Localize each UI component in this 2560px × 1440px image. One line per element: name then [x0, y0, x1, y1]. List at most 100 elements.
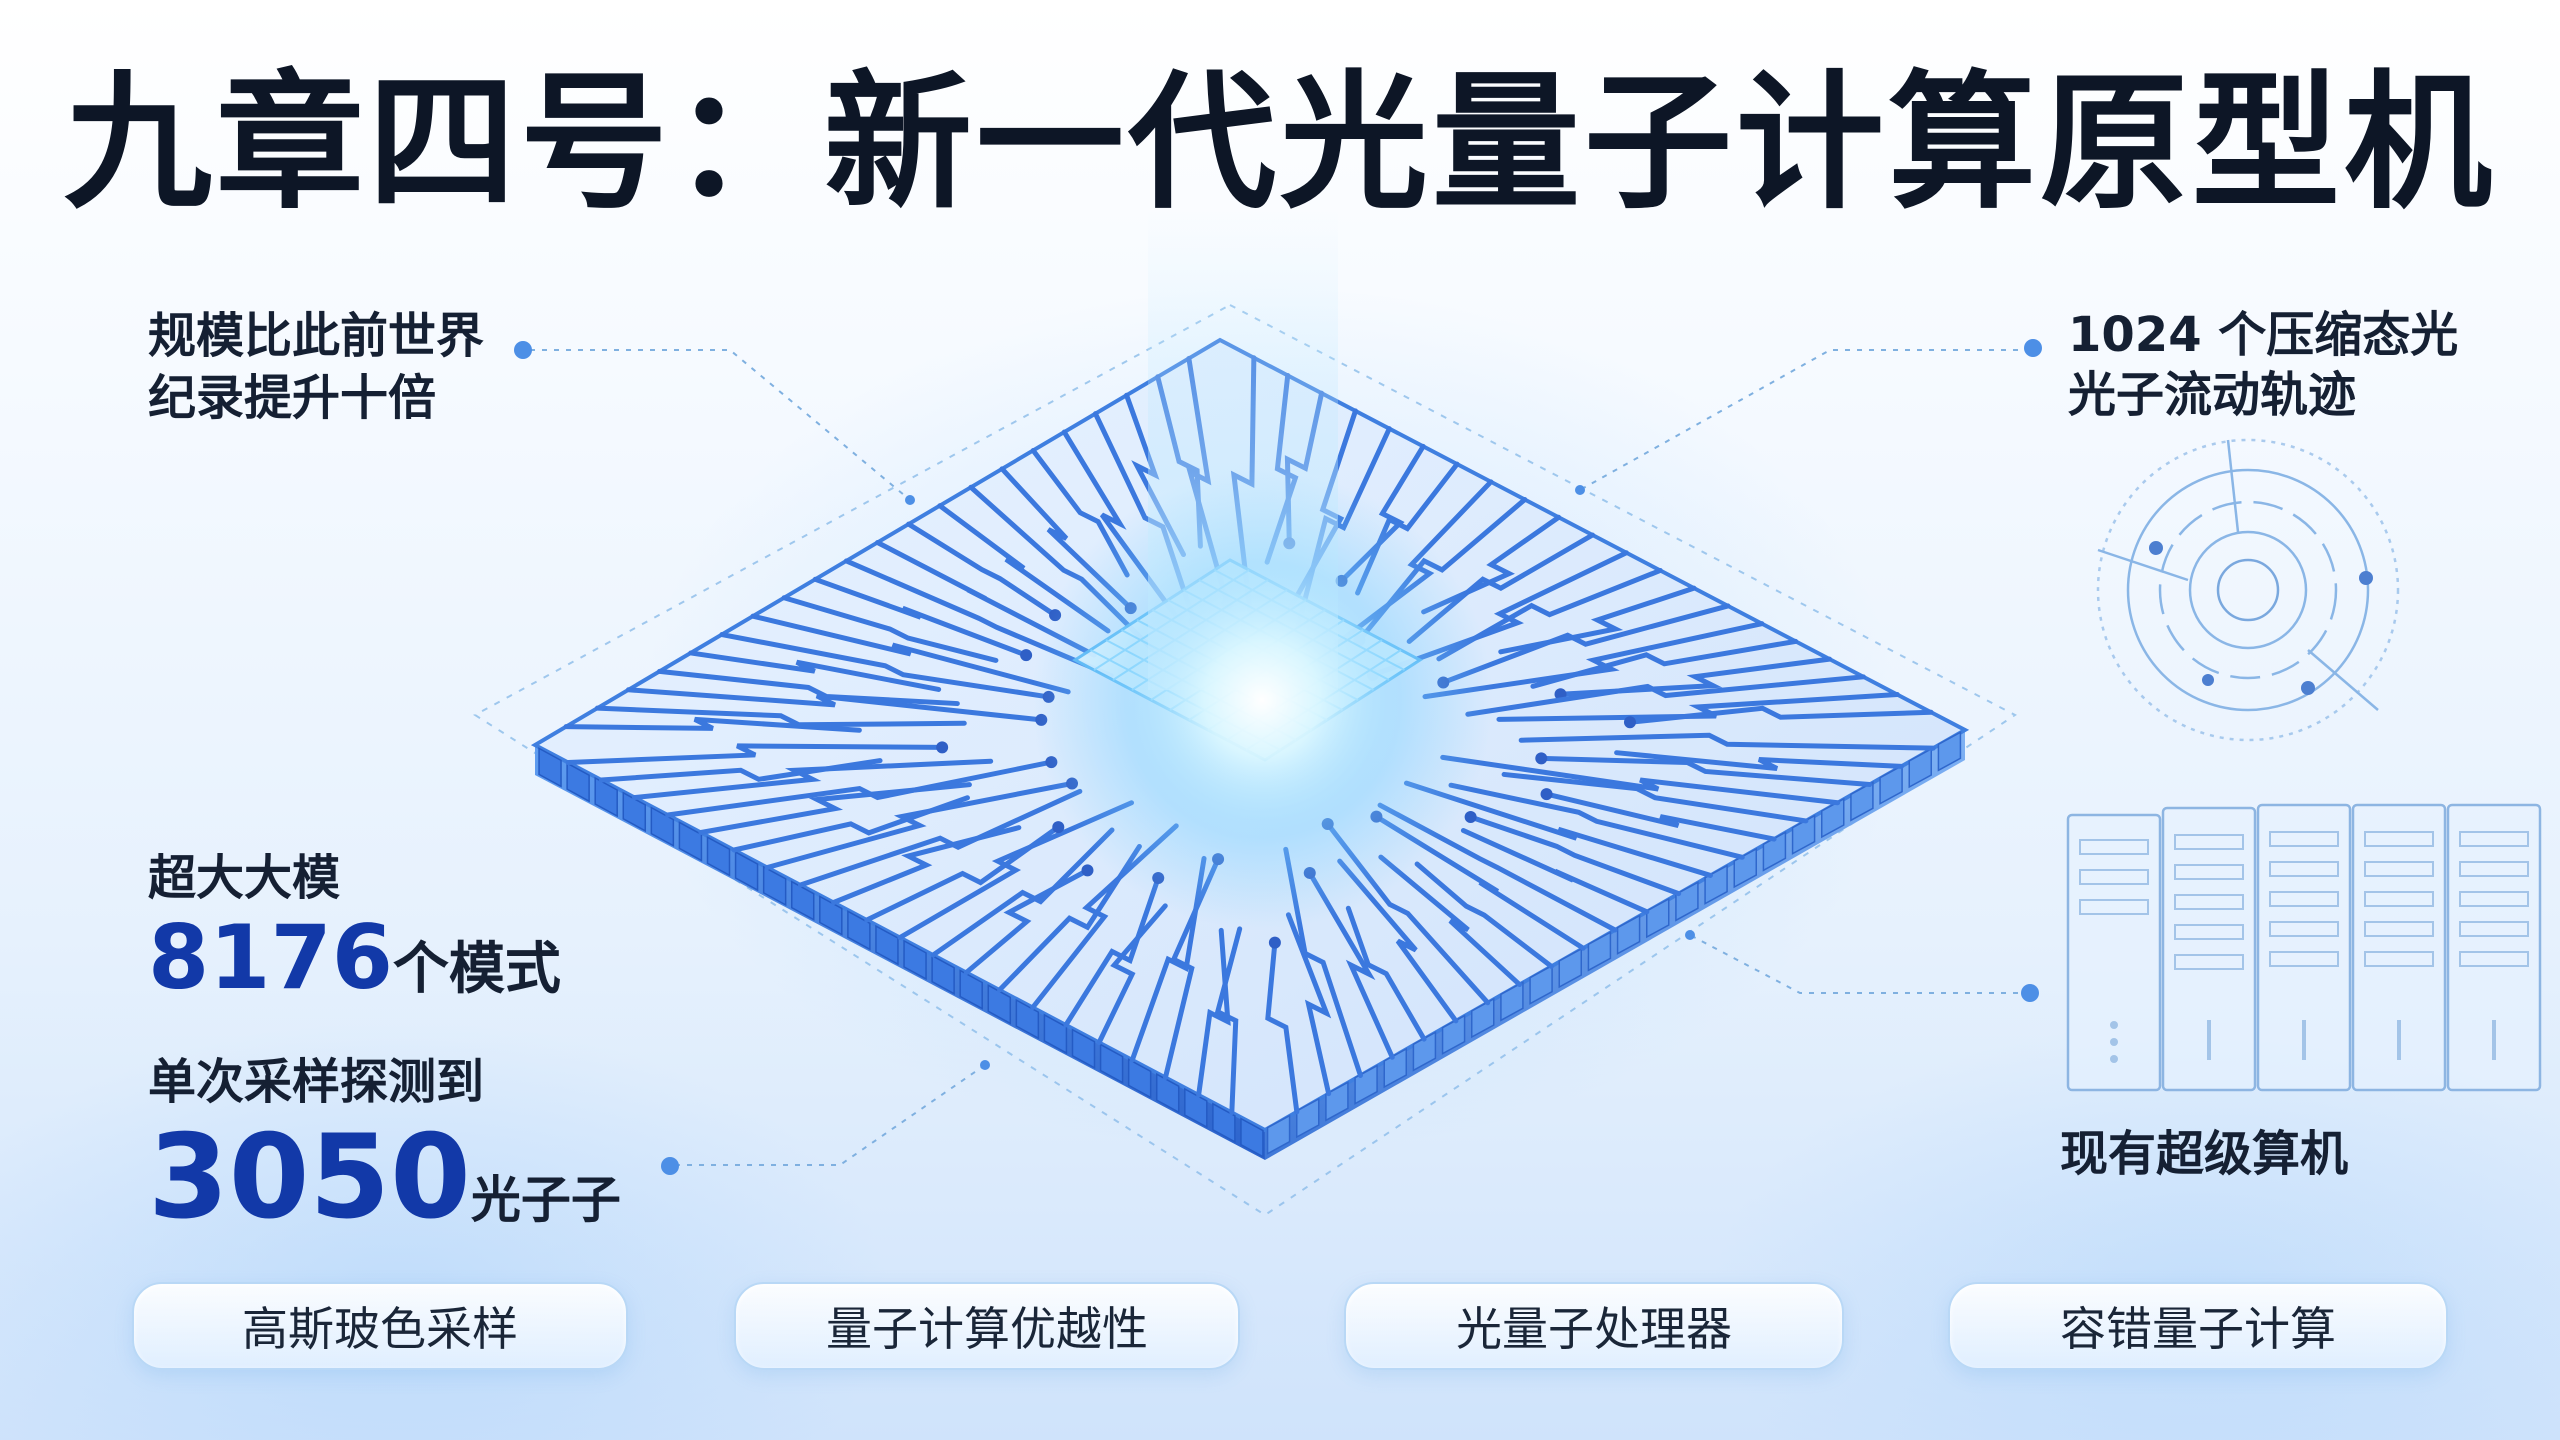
- circuit-trace: [625, 687, 1044, 723]
- callout-modes-unit: 个模式: [392, 937, 561, 1002]
- callout-scale: 规模比此前世界 纪录提升十倍: [148, 305, 568, 429]
- edge-pad: [538, 747, 562, 788]
- leader-lines: [530, 349, 2030, 1166]
- circuit-trace: [1345, 905, 1427, 1042]
- server-rack-icon: [2066, 803, 2542, 1092]
- edge-pad: [1412, 1031, 1437, 1072]
- chip-outline-dashed: [473, 303, 2017, 1217]
- circuit-trace: [797, 788, 1083, 888]
- circuit-trace: [831, 825, 1022, 905]
- callout-photon-flow-line1: 1024 个压缩态光: [2068, 307, 2459, 363]
- edge-pad: [1099, 1043, 1124, 1084]
- chip-side-right: [1265, 730, 1965, 1160]
- circuit-trace: [997, 843, 1142, 993]
- edge-pad: [790, 880, 815, 921]
- callout-photons: 单次采样探测到 3050光子子: [148, 1052, 788, 1244]
- edge-pad: [1616, 914, 1641, 955]
- circuit-trace: [1373, 814, 1586, 951]
- edge-pad: [1558, 947, 1582, 989]
- edge-pad: [706, 835, 731, 877]
- callout-photons-unit: 光子子: [470, 1171, 621, 1229]
- callout-photon-flow-line2: 光子流动轨迹: [2068, 367, 2357, 423]
- edge-pad: [1383, 1047, 1407, 1089]
- circuit-trace: [937, 503, 1111, 634]
- callout-modes-value: 8176: [148, 906, 393, 1009]
- circuit-trace: [750, 613, 1071, 695]
- callout-photons-label: 单次采样探测到: [148, 1054, 485, 1110]
- edge-pad: [903, 939, 927, 981]
- circuit-trace: [1460, 828, 1650, 915]
- edge-pad: [1155, 1072, 1180, 1114]
- core-glow: [1032, 470, 1492, 930]
- circuit-trace: [1337, 858, 1459, 1024]
- circuit-trace: [563, 716, 862, 733]
- leader-dots: [514, 339, 2042, 1175]
- callout-scale-line1: 规模比此前世界: [148, 308, 485, 364]
- edge-pad: [1646, 897, 1670, 939]
- circuit-trace: [812, 576, 1029, 658]
- trace-node: [1081, 864, 1094, 877]
- circuit-trace: [906, 521, 1058, 618]
- edge-pad: [1043, 1013, 1068, 1055]
- circuit-trace: [665, 759, 1054, 818]
- circuit-trace: [1414, 861, 1554, 969]
- circuit-trace: [1265, 940, 1300, 1115]
- edge-pads-left: [538, 747, 1264, 1158]
- circuit-trace: [1538, 755, 1873, 788]
- edge-pad: [678, 821, 703, 862]
- edge-pad: [1266, 1114, 1291, 1155]
- circuit-trace: [594, 705, 967, 728]
- edge-pad: [1296, 1097, 1320, 1139]
- trace-node: [1535, 752, 1548, 765]
- edge-pad: [1127, 1058, 1152, 1099]
- edge-pad: [594, 776, 618, 818]
- trace-node: [1268, 936, 1281, 949]
- circuit-trace: [598, 758, 883, 783]
- circuit-trace: [1496, 692, 1900, 722]
- circuit-trace: [875, 540, 1097, 658]
- circuit-trace: [1465, 674, 1866, 717]
- callout-photon-flow: 1024 个压缩态光 光子流动轨迹: [2068, 305, 2488, 425]
- edge-pad: [1908, 747, 1932, 789]
- circuit-trace: [1063, 875, 1161, 1028]
- circuit-trace: [1196, 927, 1231, 1098]
- callout-modes-label: 超大大模: [148, 850, 341, 906]
- edge-pad: [1937, 731, 1962, 772]
- trace-node: [1052, 821, 1065, 834]
- trace-node: [936, 741, 949, 754]
- circuit-trace: [731, 795, 970, 853]
- circuit-trace: [565, 743, 945, 765]
- tag-fault-tolerant: 容错量子计算: [1948, 1282, 2448, 1370]
- edge-pad: [1500, 981, 1524, 1022]
- callout-supercomputer: 现有超级算机: [2060, 1126, 2349, 1182]
- circuit-trace: [1440, 603, 1731, 685]
- circuit-trace: [1530, 638, 1799, 689]
- edge-pad: [1240, 1117, 1264, 1158]
- tag-quantum-advantage: 量子计算优越性: [734, 1282, 1240, 1370]
- trace-node: [1623, 716, 1636, 729]
- edge-pad: [931, 954, 955, 995]
- circuit-trace: [1378, 854, 1523, 988]
- edge-pad: [1879, 764, 1903, 805]
- edge-pad: [1212, 1102, 1236, 1144]
- trace-node: [1464, 811, 1477, 824]
- callout-photons-value: 3050: [148, 1110, 471, 1245]
- circuit-trace: [1440, 754, 1841, 806]
- tag-photonic-processor: 光量子处理器: [1344, 1282, 1844, 1370]
- circuit-trace: [864, 824, 1061, 923]
- edge-pad: [1762, 831, 1787, 872]
- edge-pad: [762, 865, 787, 907]
- callout-modes: 超大大模 8176个模式: [148, 848, 748, 1008]
- circuit-trace: [1518, 732, 1936, 751]
- circuit-trace: [930, 827, 1115, 958]
- edge-pad: [1587, 931, 1612, 972]
- edge-pad: [959, 969, 983, 1010]
- edge-pad: [1071, 1028, 1096, 1070]
- circuit-trace: [1544, 791, 1777, 842]
- edge-pad: [875, 924, 899, 966]
- trace-node: [1540, 788, 1553, 801]
- circuit-trace: [1403, 780, 1713, 878]
- circuit-trace: [1436, 567, 1663, 662]
- edge-pad: [847, 910, 871, 951]
- edge-pad: [1325, 1081, 1349, 1122]
